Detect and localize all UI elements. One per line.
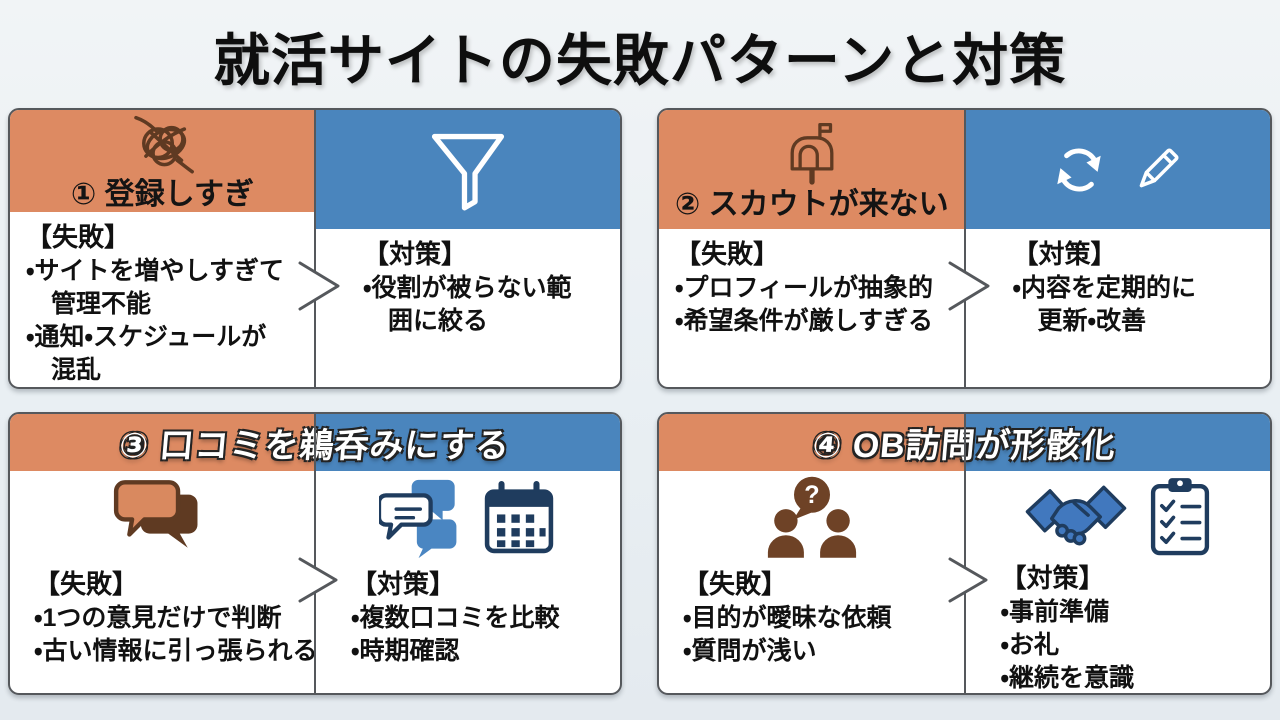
- pencil-icon: [1139, 147, 1179, 187]
- panel-divider: [963, 110, 966, 387]
- bullet-item: ・通知・スケジュールが混乱: [26, 323, 267, 384]
- panel-4-fail-body: 【失敗】 ・目的が曖昧な依頼・質問が浅い: [659, 566, 965, 668]
- handshake-icon: [1025, 485, 1127, 546]
- panel-4-fail-column: ? 【失敗】 ・目的が曖昧な依頼・質問が浅い: [659, 471, 965, 693]
- panel-4-fail-list: ・目的が曖昧な依頼・質問が浅い: [683, 602, 961, 668]
- panel-3-trusting-reviews: ③ 口コミを鵜呑みにする 【失敗】 ・1つの意見だけで判断・古い情報に引っ張られ…: [8, 412, 622, 695]
- panel-divider: [314, 414, 316, 693]
- panel-4-ob-visits-formality: ④ OB訪問が形骸化 ?: [657, 412, 1272, 695]
- panel-2-title: ② スカウトが来ない: [674, 187, 949, 221]
- bullet-item: ・希望条件が厳しすぎる: [675, 306, 934, 335]
- panel-2-fail-body: 【失敗】 ・プロフィールが抽象的・希望条件が厳しすぎる: [659, 229, 965, 387]
- panel-2-no-scouts: ② スカウトが来ない 【失敗】 ・プロフィールが抽象的・希望条件が厳しすぎる: [657, 108, 1272, 389]
- panel-3-fail-list: ・1つの意見だけで判断・古い情報に引っ張られる: [34, 602, 318, 668]
- fix-label: 【対策】: [363, 239, 468, 269]
- mailbox-flag-icon: [790, 122, 834, 185]
- panel-4-fix-column: 【対策】 ・事前準備・お礼・継続を意識: [965, 471, 1271, 693]
- panel-4-header-orange: [659, 414, 965, 471]
- panel-1-fail-list: ・サイトを増やしすぎて管理不能・通知・スケジュールが混乱: [26, 255, 309, 387]
- bullet-item: ・プロフィールが抽象的: [675, 273, 934, 302]
- panel-divider: [963, 414, 966, 693]
- chevron-right-icon: [948, 261, 989, 311]
- panel-4-header-blue: [964, 414, 1270, 471]
- panel-2-fail-header: ② スカウトが来ない: [659, 110, 965, 229]
- panel-1-fail-half: ① 登録しすぎ 【失敗】 ・サイトを増やしすぎて管理不能・通知・スケジュールが混…: [10, 110, 315, 387]
- panel-4-fix-icons: [965, 471, 1271, 560]
- chevron-right-icon: [948, 557, 987, 603]
- panel-1-fix-list: ・役割が被らない範囲に絞る: [363, 272, 614, 338]
- panel-3-fix-icons: [315, 471, 620, 566]
- panel-4-fail-icons: ?: [659, 471, 965, 566]
- panel-1-fail-header: ① 登録しすぎ: [10, 110, 315, 213]
- bullet-item: ・1つの意見だけで判断: [34, 603, 282, 632]
- bullet-item: ・内容を定期的に更新・改善: [1012, 273, 1197, 335]
- panel-1-registering-too-much: ① 登録しすぎ 【失敗】 ・サイトを増やしすぎて管理不能・通知・スケジュールが混…: [8, 108, 622, 389]
- panel-3-fail-column: 【失敗】 ・1つの意見だけで判断・古い情報に引っ張られる: [10, 471, 318, 693]
- panel-3-header-blue: [315, 414, 620, 471]
- chevron-right-icon: [298, 261, 340, 311]
- fail-label: 【失敗】: [26, 222, 131, 253]
- funnel-icon: [431, 133, 504, 210]
- fix-label: 【対策】: [1012, 239, 1117, 269]
- speech-bubbles-icon: [113, 479, 197, 548]
- panel-4-fix-list: ・事前準備・お礼・継続を意識: [1000, 596, 1267, 693]
- panel-4-header: ④ OB訪問が形骸化: [659, 414, 1270, 471]
- panel-1-fix-header: [315, 110, 620, 229]
- fix-label: 【対策】: [351, 569, 456, 599]
- bullet-item: ・継続を意識: [1000, 664, 1135, 692]
- bullet-item: ・古い情報に引っ張られる: [34, 636, 318, 665]
- panel-3-fail-body: 【失敗】 ・1つの意見だけで判断・古い情報に引っ張られる: [10, 566, 318, 668]
- panel-2-fix-list: ・内容を定期的に更新・改善: [1013, 272, 1265, 338]
- panel-3-fail-icons: [10, 471, 315, 566]
- panel-2-fix-header: [964, 110, 1270, 229]
- checklist-clipboard-icon: [1151, 477, 1210, 555]
- chat-compare-icon: [378, 479, 456, 558]
- panel-4-fix-body: 【対策】 ・事前準備・お礼・継続を意識: [965, 560, 1271, 693]
- people-question-icon: ?: [767, 476, 856, 558]
- bullet-item: ・時期確認: [351, 636, 460, 665]
- fail-label: 【失敗】: [675, 239, 780, 269]
- panel-3-fix-list: ・複数口コミを比較・時期確認: [351, 602, 616, 668]
- panel-2-fix-body: 【対策】 ・内容を定期的に更新・改善: [965, 229, 1271, 387]
- bullet-item: ・事前準備: [1000, 598, 1110, 626]
- panel-2-fix-half: 【対策】 ・内容を定期的に更新・改善: [964, 110, 1271, 387]
- page-title: 就活サイトの失敗パターンと対策: [213, 29, 1067, 92]
- tangled-knot-icon: [133, 116, 194, 174]
- panel-3-fix-column: 【対策】 ・複数口コミを比較・時期確認: [315, 471, 620, 693]
- bullet-item: ・お礼: [1000, 631, 1060, 659]
- panel-1-fix-body: 【対策】 ・役割が被らない範囲に絞る: [315, 229, 620, 387]
- fail-label: 【失敗】: [683, 569, 788, 599]
- panel-3-header-orange: [10, 414, 315, 471]
- bullet-item: ・質問が浅い: [683, 636, 817, 665]
- panel-2-fail-list: ・プロフィールが抽象的・希望条件が厳しすぎる: [675, 272, 959, 338]
- panel-1-fail-body: 【失敗】 ・サイトを増やしすぎて管理不能・通知・スケジュールが混乱: [10, 212, 315, 387]
- bullet-item: ・目的が曖昧な依頼: [683, 603, 892, 632]
- panel-1-title: ① 登録しすぎ: [70, 178, 255, 212]
- panel-3-fix-body: 【対策】 ・複数口コミを比較・時期確認: [315, 566, 620, 668]
- fix-label: 【対策】: [1000, 563, 1105, 594]
- fail-label: 【失敗】: [34, 569, 139, 599]
- panel-divider: [314, 110, 316, 387]
- bullet-item: ・サイトを増やしすぎて管理不能: [26, 257, 285, 318]
- bullet-item: ・複数口コミを比較: [351, 603, 560, 632]
- chevron-right-icon: [298, 557, 338, 603]
- refresh-icon: [1057, 147, 1101, 192]
- panel-2-fail-half: ② スカウトが来ない 【失敗】 ・プロフィールが抽象的・希望条件が厳しすぎる: [659, 110, 965, 387]
- panel-1-fix-half: 【対策】 ・役割が被らない範囲に絞る: [315, 110, 620, 387]
- svg-text:?: ?: [804, 480, 819, 508]
- calendar-icon: [484, 480, 553, 553]
- panel-3-header: ③ 口コミを鵜呑みにする: [10, 414, 620, 471]
- bullet-item: ・役割が被らない範囲に絞る: [363, 273, 572, 335]
